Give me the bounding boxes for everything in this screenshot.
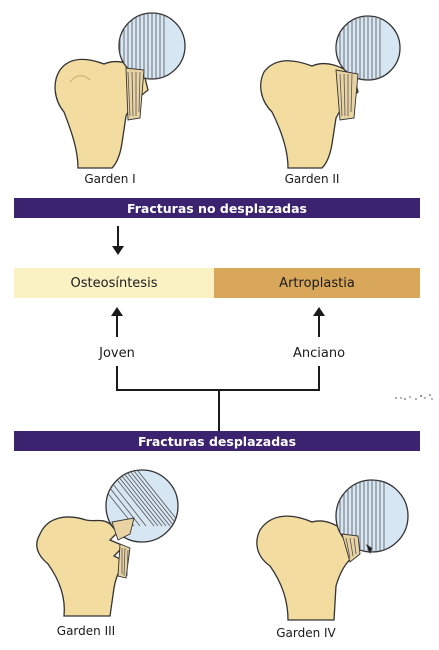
garden-ii-caption: Garden II [262,172,362,186]
non-displaced-fractures-band: Fracturas no desplazadas [14,198,420,218]
down-arrow-shaft [117,226,119,248]
osteosynthesis-box: Osteosíntesis [14,268,214,298]
connector-center-vertical [218,389,220,431]
osteosynthesis-label: Osteosíntesis [71,276,158,291]
garden-i-femur-illustration [40,8,190,168]
garden-iii-femur-illustration [30,466,190,616]
arthroplasty-label: Artroplastia [279,276,355,291]
garden-i-caption: Garden I [60,172,160,186]
garden-iii-caption: Garden III [36,624,136,638]
up-arrow-left-shaft [116,315,118,337]
connector-left-vertical [116,366,118,390]
garden-ii-femur-illustration [250,8,410,168]
up-arrow-right-shaft [318,315,320,337]
scan-speck-marks [394,390,438,404]
connector-right-vertical [318,366,320,390]
arthroplasty-box: Artroplastia [214,268,420,298]
elderly-label: Anciano [274,346,364,361]
young-label: Joven [77,346,157,361]
displaced-fractures-label: Fracturas desplazadas [138,434,296,449]
garden-iv-femur-illustration [250,470,420,620]
non-displaced-fractures-label: Fracturas no desplazadas [127,201,307,216]
displaced-fractures-band: Fracturas desplazadas [14,431,420,451]
garden-iv-caption: Garden IV [256,626,356,640]
down-arrow-head [112,246,124,256]
